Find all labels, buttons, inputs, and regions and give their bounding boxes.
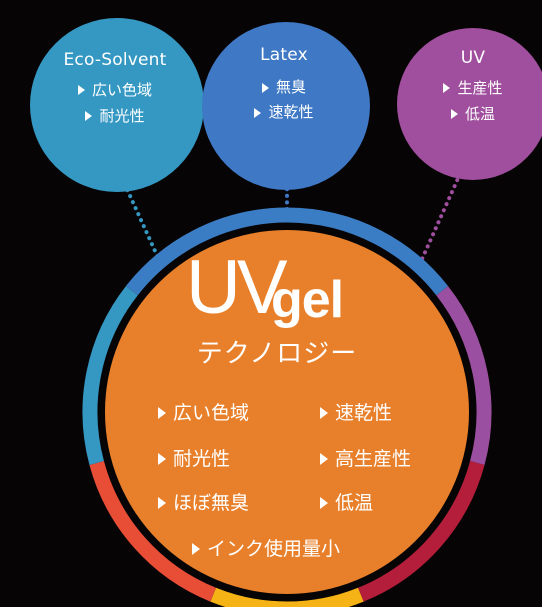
feature-item: 耐光性	[158, 446, 230, 472]
triangle-bullet-icon	[85, 111, 93, 121]
feature-item: 広い色域	[158, 400, 249, 426]
triangle-bullet-icon	[450, 109, 458, 119]
feature-item: 速乾性	[320, 400, 392, 426]
bubble-uv	[397, 28, 542, 180]
uvgel-logo: UV gel	[186, 246, 396, 334]
ring-segment-purple	[436, 286, 492, 465]
triangle-bullet-icon	[158, 407, 166, 419]
logo-main: UV	[186, 245, 288, 330]
triangle-bullet-icon	[320, 407, 328, 419]
ring-segment-teal	[82, 286, 138, 465]
triangle-bullet-icon	[320, 497, 328, 509]
ring-segment-yellow	[210, 587, 364, 607]
center-ring	[82, 207, 492, 607]
bubble-item: 耐光性	[30, 103, 200, 129]
feature-item: インク使用量小	[192, 536, 340, 562]
ring-segment-red	[89, 461, 217, 602]
bubble-eco-solvent-content: Eco-Solvent 広い色域 耐光性	[30, 49, 200, 129]
ring-segment-crimson	[357, 461, 485, 602]
triangle-bullet-icon	[261, 82, 269, 93]
technology-subtitle: テクノロジー	[196, 339, 358, 369]
triangle-bullet-icon	[443, 83, 451, 93]
bubble-item: 生産性	[398, 75, 542, 101]
triangle-bullet-icon	[158, 453, 166, 465]
feature-item: 低温	[320, 490, 373, 516]
bubble-item: 速乾性	[204, 100, 364, 125]
bubble-title: UV	[460, 48, 486, 68]
triangle-bullet-icon	[320, 453, 328, 465]
bubble-latex	[202, 22, 370, 190]
logo-sub: gel	[271, 271, 344, 329]
bubble-item-list: 広い色域 耐光性	[30, 77, 200, 129]
triangle-bullet-icon	[192, 543, 200, 555]
feature-item: ほぼ無臭	[158, 490, 249, 516]
bubble-uv-content: UV 生産性 低温	[398, 47, 542, 127]
bubble-item: 低温	[398, 101, 542, 127]
bubble-item: 広い色域	[30, 77, 200, 103]
triangle-bullet-icon	[77, 85, 85, 95]
bubble-latex-content: Latex 無臭 速乾性	[204, 44, 364, 125]
connector-uv	[416, 172, 462, 270]
triangle-bullet-icon	[254, 107, 262, 118]
bubble-title: Eco-Solvent	[63, 50, 167, 70]
connector-eco-solvent	[120, 176, 162, 264]
ring-segment-blue	[125, 207, 449, 296]
feature-item: 高生産性	[320, 446, 411, 472]
bubble-item-list: 生産性 低温	[398, 75, 542, 127]
triangle-bullet-icon	[158, 497, 166, 509]
center-circle	[105, 230, 469, 594]
bubble-item-list: 無臭 速乾性	[204, 75, 364, 125]
bubble-item: 無臭	[204, 75, 364, 100]
bubble-eco-solvent	[30, 18, 204, 192]
bubble-title: Latex	[260, 45, 308, 65]
